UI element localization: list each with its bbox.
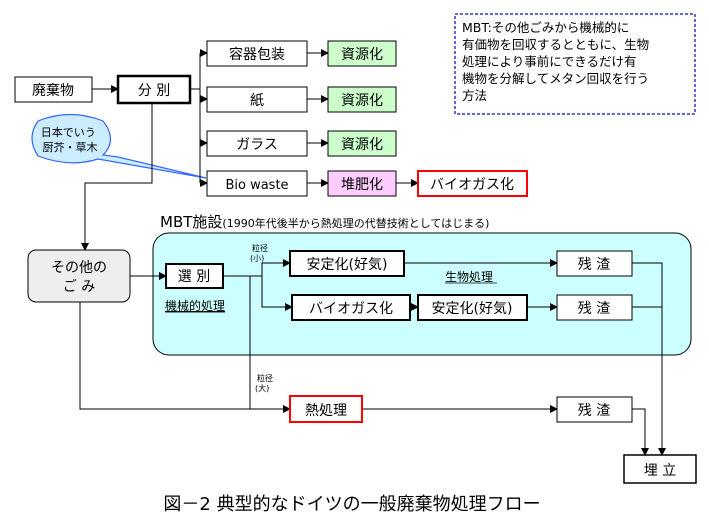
- netsu-label: 熱処理: [305, 403, 347, 419]
- senbetsu-label: 選 別: [178, 269, 210, 285]
- zansa-label-3: 残 渣: [578, 403, 610, 419]
- taihi-label: 堆肥化: [341, 177, 383, 193]
- shigenka-label-1: 資源化: [341, 47, 383, 63]
- umetate-box: [623, 454, 697, 484]
- youki-label: 容器包装: [229, 46, 285, 63]
- ryukei-large-label: 粒径 (大): [255, 373, 276, 393]
- umetate-label: 埋 立: [644, 463, 676, 479]
- bunbetsu-label: 分 別: [138, 83, 170, 99]
- anteika-label-1: 安定化(好気): [307, 257, 388, 273]
- arrow-senbetsu-biogas: [261, 276, 293, 311]
- line-sonota-netsu: [79, 302, 250, 410]
- callout-text: 日本でいう 厨芥・草木: [41, 125, 100, 154]
- arrow-zansa1-umetate: [632, 262, 666, 456]
- biogas-mbt-label: バイオガス化: [309, 301, 393, 317]
- sonota-gomi-box: [27, 249, 131, 303]
- biogas-top-box: [417, 170, 528, 197]
- zansa-box-2: [556, 294, 633, 321]
- shigenka-box-3: [327, 130, 397, 157]
- haikibutsu-label: 廃棄物: [32, 82, 74, 99]
- youki-box: [206, 40, 308, 67]
- taihi-box: [327, 170, 397, 197]
- senbetsu-box: [165, 263, 224, 289]
- arrow-zansa3-umetate: [632, 408, 649, 456]
- mbt-definition-note: [454, 13, 696, 115]
- kami-label: 紙: [250, 93, 264, 109]
- kikai-label: 機械的処理: [165, 298, 225, 313]
- netsu-box: [289, 395, 363, 423]
- ryukei-small-label: 粒径 (小): [250, 243, 271, 263]
- biogas-top-label: バイオガス化: [430, 177, 514, 193]
- shigenka-label-3: 資源化: [341, 137, 383, 153]
- garasu-box: [206, 130, 308, 157]
- biogas-mbt-box: [291, 294, 411, 321]
- anteika-box-2: [417, 294, 528, 321]
- biowaste-label: Bio waste: [225, 178, 288, 193]
- garasu-label: ガラス: [236, 137, 278, 153]
- anteika-box-1: [289, 250, 405, 277]
- haikibutsu-box: [14, 76, 93, 103]
- connectors: [79, 49, 666, 456]
- bunbetsu-box: [116, 74, 192, 105]
- sonota-label-1: その他の: [51, 260, 107, 276]
- biowaste-box: [206, 170, 308, 197]
- arrow-senbetsu-anteika1: [223, 259, 291, 277]
- anteika-label-2: 安定化(好気): [432, 301, 513, 317]
- figure-caption: 図－2 典型的なドイツの一般廃棄物処理フロー: [163, 494, 540, 515]
- zansa-label-1: 残 渣: [578, 257, 610, 273]
- shigenka-box-1: [327, 40, 397, 67]
- mbt-title: MBT施設(1990年代後半から熱処理の代替技術としてはじまる): [160, 213, 489, 231]
- zansa-label-2: 残 渣: [578, 301, 610, 317]
- zansa-box-1: [556, 250, 633, 277]
- callout-bubble: [31, 113, 207, 179]
- shigenka-box-2: [327, 86, 397, 113]
- kami-box: [206, 86, 308, 113]
- mbt-note-text: MBT:その他ごみから機械的に 有価物を回収するとともに、生物 処理により事前に…: [462, 20, 653, 103]
- sonota-label-2: ご み: [63, 279, 95, 295]
- zansa-box-3: [556, 396, 633, 423]
- shigenka-label-2: 資源化: [341, 93, 383, 109]
- seibutsu-label: 生物処理: [445, 270, 493, 284]
- arrow-bunbetsu-sonota: [81, 103, 153, 251]
